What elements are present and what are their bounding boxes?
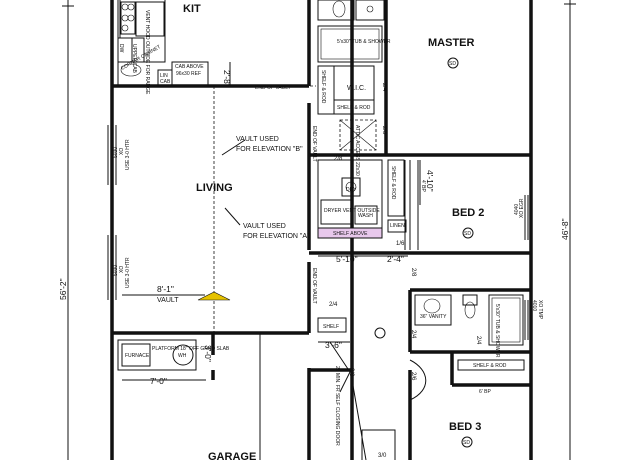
label-bp-4: 4' BP [420, 180, 426, 192]
label-platform: PLATFORM 18" OFF GRND SLAB [152, 346, 230, 352]
label-tub-shower-bath2: 5'x30" TUB & SHOWER [494, 304, 500, 358]
label-upper-cab: UPPER CAB [131, 44, 137, 74]
label-cab-above: CAB ABOVE [175, 64, 204, 70]
door-2-8-b: 2/8 [334, 156, 343, 162]
living-windows [107, 125, 117, 300]
dim-4-10: 4'-10" [425, 170, 435, 192]
label-vent-hood: VENT HOOD OUTSIDE FOR RANGE [144, 10, 150, 95]
vault-lines [122, 85, 316, 333]
label-window-5030-a: 5030 [113, 147, 119, 158]
hall [117, 317, 427, 460]
dim-5-10: 5'-10" [336, 254, 358, 264]
laundry [317, 159, 407, 239]
dim-46-8: 46'-8" [560, 218, 570, 240]
room-living: LIVING [196, 182, 233, 194]
label-wash: WASH [358, 213, 373, 219]
label-furnace: FURNACE [125, 353, 150, 359]
bath-2 [414, 294, 529, 371]
label-lin-cab-a: LIN [160, 73, 168, 79]
room-bed3: BED 3 [449, 421, 481, 433]
label-shelf-rod-bed3: SHELF & ROD [473, 363, 507, 369]
master-bath [317, 0, 385, 151]
sd-master: SD [449, 61, 456, 67]
door-2-4-c: 2/4 [410, 330, 416, 339]
label-window-5030-a-sub: XO [119, 148, 125, 155]
room-master: MASTER [428, 37, 475, 49]
door-2-4-d: 2/4 [475, 336, 481, 345]
label-shelf-rod-h: SHELF & ROD [337, 105, 371, 111]
label-window-5030-b: 5030 [113, 265, 119, 276]
kitchen [117, 0, 209, 87]
label-vanity: 36" VANITY [420, 314, 447, 320]
label-wic: W.I.C. [347, 85, 366, 92]
exterior-walls [110, 0, 533, 460]
label-window-4010: 4010 [531, 300, 537, 311]
door-1-6: 1/6 [396, 241, 405, 247]
label-dry: DRY [346, 187, 357, 193]
label-tub-shower-master: 5'x30" TUB & SHOWER [337, 39, 391, 45]
room-garage: GARAGE [208, 451, 256, 460]
dimension-lines [122, 62, 421, 381]
shelf-above-highlight [317, 227, 383, 239]
room-kit: KIT [183, 3, 201, 15]
dim-3-0: 3'-0" [203, 345, 213, 362]
label-shelf-rod-bed2: SHELF & ROD [390, 166, 396, 200]
dim-8-1: 8'-1" [157, 284, 174, 294]
label-shelf-above: SHELF ABOVE [333, 231, 368, 237]
label-linen: LINEN [390, 223, 405, 229]
sd-bed3: SD [463, 440, 470, 446]
label-vault: VAULT [157, 297, 179, 304]
label-dw: DW [118, 44, 124, 53]
dim-3-6: 3'-6" [325, 340, 342, 350]
door-2-8-a: 2/8 [381, 126, 387, 135]
bed-2 [404, 160, 529, 250]
label-window-5030-b-note: USE 3-0 HTR [125, 257, 131, 288]
label-vault-b: VAULT USED [236, 136, 279, 143]
dim-7-0: 7'-0" [150, 376, 167, 386]
label-vault-a2: FOR ELEVATION "A" [243, 233, 310, 240]
door-2-6: 2/6 [410, 372, 416, 381]
label-corner-cab: CORNER CABINET [120, 44, 162, 72]
label-lin-cab-b: CAB [160, 79, 171, 85]
dim-2-8: 2'-8" [222, 70, 232, 87]
dim-56-2: 56'-2" [58, 278, 68, 300]
door-2-4-b: 2/4 [329, 302, 338, 308]
overall-depth-dimension [62, 0, 74, 460]
label-window-4010-sub: XO TMP [537, 300, 543, 320]
dim-2-4: 2'-4" [387, 254, 404, 264]
smoke-detectors [374, 57, 474, 448]
door-2-4-a: 2/4 [381, 83, 387, 92]
label-end-of-vault-3: END OF VAULT [311, 268, 317, 304]
room-bed2: BED 2 [452, 207, 484, 219]
vault-arrow [197, 291, 231, 301]
sd-bed2: SD [464, 231, 471, 237]
label-window-4040: 4040 [514, 204, 520, 215]
label-window-4040-sub: XO EGR [519, 198, 525, 218]
door-2-8-c: 2/8 [410, 268, 416, 277]
label-vault-a: VAULT USED [243, 223, 286, 230]
label-self-closing: 20 MIN. FR SELF CLOSING DOOR [334, 366, 340, 446]
label-shelf: SHELF [323, 324, 339, 330]
label-vault-b2: FOR ELEVATION "B" [236, 146, 303, 153]
door-3-0: 3/0 [378, 453, 387, 459]
label-cab-size: 96x30 REF [176, 71, 201, 77]
label-window-5030-a-note: USE 3-0 HTR [125, 139, 131, 170]
label-wh: WH [178, 353, 187, 359]
label-bp-6: 6' BP [479, 389, 491, 395]
label-end-of-vault-1: END OF VAULT [311, 126, 317, 162]
overall-width-dimension [564, 0, 576, 460]
label-dryer-vent: DRYER VENT OUTSIDE [324, 208, 380, 214]
label-shelf-rod-v: SHELF & ROD [320, 70, 326, 104]
label-window-5030-b-sub: XO [119, 266, 125, 273]
label-attic-access: ATTIC ACCESS 22x30 [354, 125, 360, 176]
door-2-8-d: 2/8 [348, 368, 354, 377]
label-end-of-vault-2: END OF VAULT [255, 85, 291, 91]
